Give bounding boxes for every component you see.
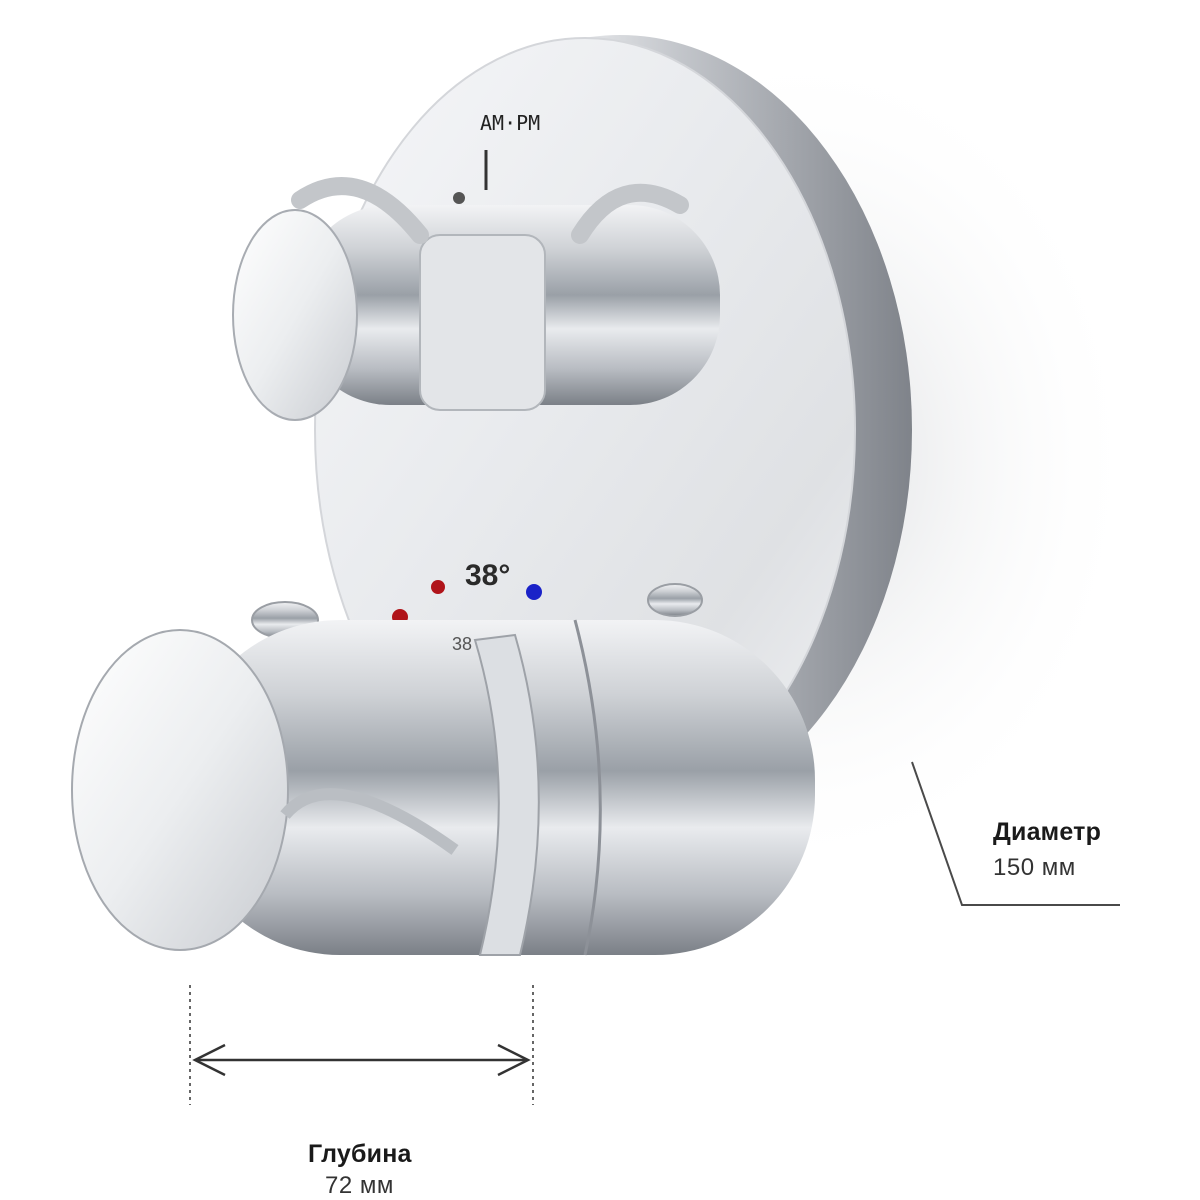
- knob-temperature-mark: 38: [452, 634, 472, 654]
- diameter-leader-line: [911, 761, 1120, 906]
- depth-title: Глубина: [308, 1140, 412, 1168]
- temperature-mark: 38°: [465, 559, 510, 592]
- thermostat-knob: [71, 619, 815, 956]
- brand-mark: AM·PM: [480, 111, 540, 135]
- depth-arrow-left: [192, 1043, 226, 1077]
- diameter-title: Диаметр: [993, 818, 1102, 846]
- stop-pin-right: [647, 583, 703, 617]
- depth-value: 72 мм: [325, 1172, 394, 1199]
- depth-arrow-right: [497, 1043, 531, 1077]
- hot-dot-1: [431, 580, 445, 594]
- cold-dot-1: [526, 584, 542, 600]
- diameter-value: 150 мм: [993, 854, 1076, 881]
- diverter-knob: [232, 177, 720, 421]
- position-dot-1: [453, 192, 465, 204]
